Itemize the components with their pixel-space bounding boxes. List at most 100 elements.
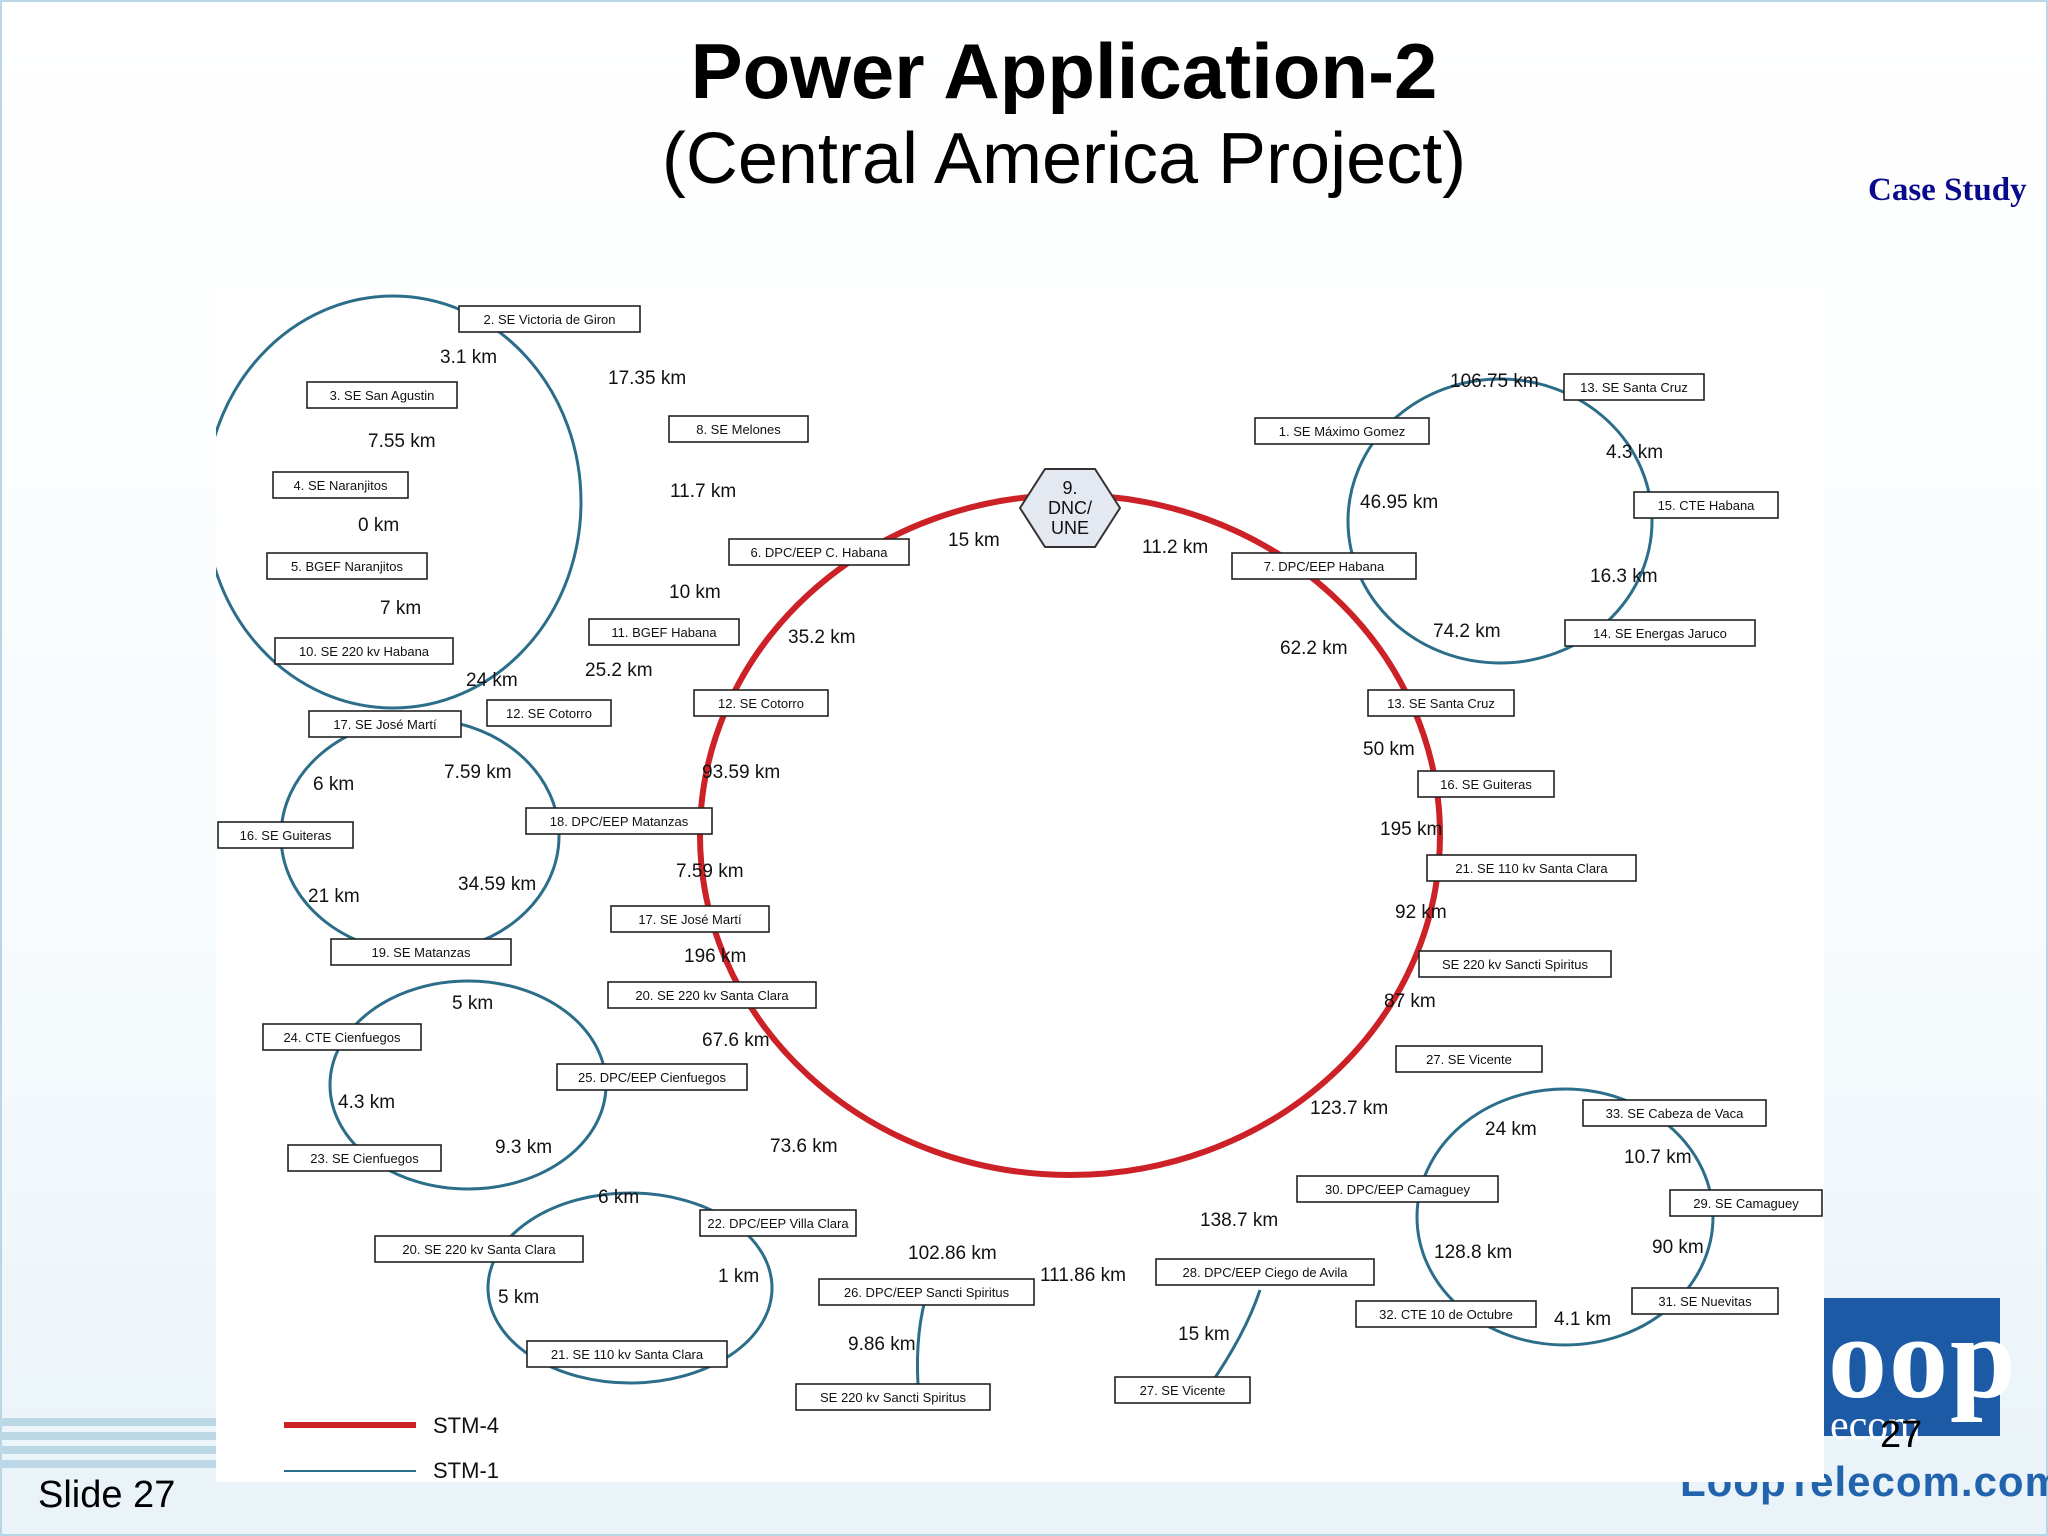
node-label: 8. SE Melones: [696, 422, 781, 437]
node-label: 17. SE José Martí: [638, 912, 742, 927]
node-label: 32. CTE 10 de Octubre: [1379, 1307, 1513, 1322]
node-cotorro-l: 12. SE Cotorro: [486, 699, 612, 727]
node-box: [795, 1383, 991, 1411]
node-label: 14. SE Energas Jaruco: [1593, 626, 1727, 641]
node-dpcvc: 22. DPC/EEP Villa Clara: [699, 1209, 857, 1237]
distance-label: 102.86 km: [908, 1243, 997, 1264]
slide-subtitle: (Central America Project): [661, 119, 1467, 199]
distance-label: 6 km: [598, 1187, 639, 1208]
node-melones: 8. SE Melones: [668, 415, 809, 443]
legend: STM-4 STM-1: [284, 1413, 499, 1482]
node-santacruz: 13. SE Santa Cruz: [1367, 689, 1515, 717]
links-layer: [216, 294, 1715, 1389]
node-label: 27. SE Vicente: [1140, 1383, 1226, 1398]
distance-label: 138.7 km: [1200, 1210, 1278, 1231]
logo-letters: oop: [1828, 1292, 2018, 1423]
node-label: 2. SE Victoria de Giron: [484, 312, 616, 327]
distance-label: 7.59 km: [676, 861, 744, 882]
node-label: 33. SE Cabeza de Vaca: [1606, 1106, 1745, 1121]
distance-label: 35.2 km: [788, 627, 856, 648]
distance-label: 62.2 km: [1280, 638, 1348, 659]
distance-label: 11.7 km: [670, 481, 736, 502]
node-dpccien: 25. DPC/EEP Cienfuegos: [556, 1063, 748, 1091]
node-secien: 23. SE Cienfuegos: [287, 1144, 442, 1172]
node-box: [693, 689, 829, 717]
distance-label: 90 km: [1652, 1237, 1704, 1258]
node-label: SE 220 kv Sancti Spiritus: [820, 1390, 966, 1405]
node-label: 12. SE Cotorro: [718, 696, 804, 711]
node-label: 21. SE 110 kv Santa Clara: [1455, 861, 1608, 876]
node-box: [1564, 619, 1756, 647]
node-label: 12. SE Cotorro: [506, 706, 592, 721]
distance-label: 123.7 km: [1310, 1098, 1388, 1119]
node-label: 27. SE Vicente: [1426, 1052, 1512, 1067]
distance-label: 196 km: [684, 946, 746, 967]
node-se110sc-l: 21. SE 110 kv Santa Clara: [526, 1340, 728, 1368]
node-box: [1296, 1175, 1499, 1203]
node-label: 16. SE Guiteras: [1440, 777, 1532, 792]
node-nuevitas: 31. SE Nuevitas: [1631, 1287, 1779, 1315]
node-label: 26. DPC/EEP Sancti Spiritus: [844, 1285, 1010, 1300]
node-se220ss-b: SE 220 kv Sancti Spiritus: [795, 1383, 991, 1411]
distance-label: 5 km: [498, 1287, 539, 1308]
distance-label: 4.3 km: [1606, 442, 1663, 463]
node-box: [588, 618, 740, 646]
node-cabeza: 33. SE Cabeza de Vaca: [1582, 1099, 1767, 1127]
distance-label: 195 km: [1380, 819, 1442, 840]
distance-label: 50 km: [1363, 739, 1415, 760]
node-box: [1669, 1189, 1823, 1217]
node-box: [728, 538, 910, 566]
node-camaguey: 29. SE Camaguey: [1669, 1189, 1823, 1217]
node-box: [699, 1209, 857, 1237]
distance-label: 87 km: [1384, 991, 1436, 1012]
node-box: [262, 1023, 422, 1051]
node-box: [1254, 417, 1430, 445]
case-study-tag: Case Study: [1868, 172, 2027, 208]
distance-label: 7.55 km: [368, 431, 436, 452]
distance-label: 25.2 km: [585, 660, 653, 681]
node-matanzas: 19. SE Matanzas: [330, 938, 512, 966]
node-box: [1631, 1287, 1779, 1315]
node-ctehab: 15. CTE Habana: [1633, 491, 1779, 519]
node-box: [306, 381, 458, 409]
node-box: [607, 981, 817, 1009]
node-label: 1. SE Máximo Gomez: [1279, 424, 1405, 439]
node-jaruco: 14. SE Energas Jaruco: [1564, 619, 1756, 647]
node-bgefnar: 5. BGEF Naranjitos: [266, 552, 428, 580]
node-dpchab: 6. DPC/EEP C. Habana: [728, 538, 910, 566]
node-box: [818, 1278, 1035, 1306]
stm1-ring-habana-east: [1346, 377, 1654, 665]
node-box: [266, 552, 428, 580]
stm1-ring-camaguey: [1415, 1087, 1715, 1347]
node-label: 19. SE Matanzas: [372, 945, 471, 960]
distance-label: 106.75 km: [1450, 371, 1539, 392]
node-dpccam: 30. DPC/EEP Camaguey: [1296, 1175, 1499, 1203]
node-label: 29. SE Camaguey: [1693, 1196, 1799, 1211]
node-label: 6. DPC/EEP C. Habana: [750, 545, 888, 560]
node-box: [1582, 1099, 1767, 1127]
node-box: [1417, 770, 1555, 798]
hub-label: UNE: [1051, 518, 1089, 538]
node-label: 17. SE José Martí: [333, 717, 437, 732]
node-label: 15. CTE Habana: [1658, 498, 1756, 513]
node-box: [526, 1340, 728, 1368]
legend-stm1-label: STM-1: [433, 1458, 499, 1482]
node-label: 30. DPC/EEP Camaguey: [1325, 1182, 1470, 1197]
distance-label: 74.2 km: [1433, 621, 1501, 642]
node-box: [274, 637, 454, 665]
node-se110sc-r: 21. SE 110 kv Santa Clara: [1426, 854, 1637, 882]
node-label: 31. SE Nuevitas: [1658, 1294, 1752, 1309]
node-label: 20. SE 220 kv Santa Clara: [402, 1242, 556, 1257]
node-cte10: 32. CTE 10 de Octubre: [1355, 1300, 1537, 1328]
legend-stm4-label: STM-4: [433, 1413, 499, 1438]
node-label: 22. DPC/EEP Villa Clara: [707, 1216, 849, 1231]
node-label: 3. SE San Agustin: [330, 388, 435, 403]
hub-label: 9.: [1062, 478, 1077, 498]
node-box: [1395, 1045, 1543, 1073]
distance-label: 67.6 km: [702, 1030, 770, 1051]
node-vicente-r: 27. SE Vicente: [1395, 1045, 1543, 1073]
distance-label: 15 km: [1178, 1324, 1230, 1345]
node-box: [486, 699, 612, 727]
node-naranjitos: 4. SE Naranjitos: [272, 471, 409, 499]
